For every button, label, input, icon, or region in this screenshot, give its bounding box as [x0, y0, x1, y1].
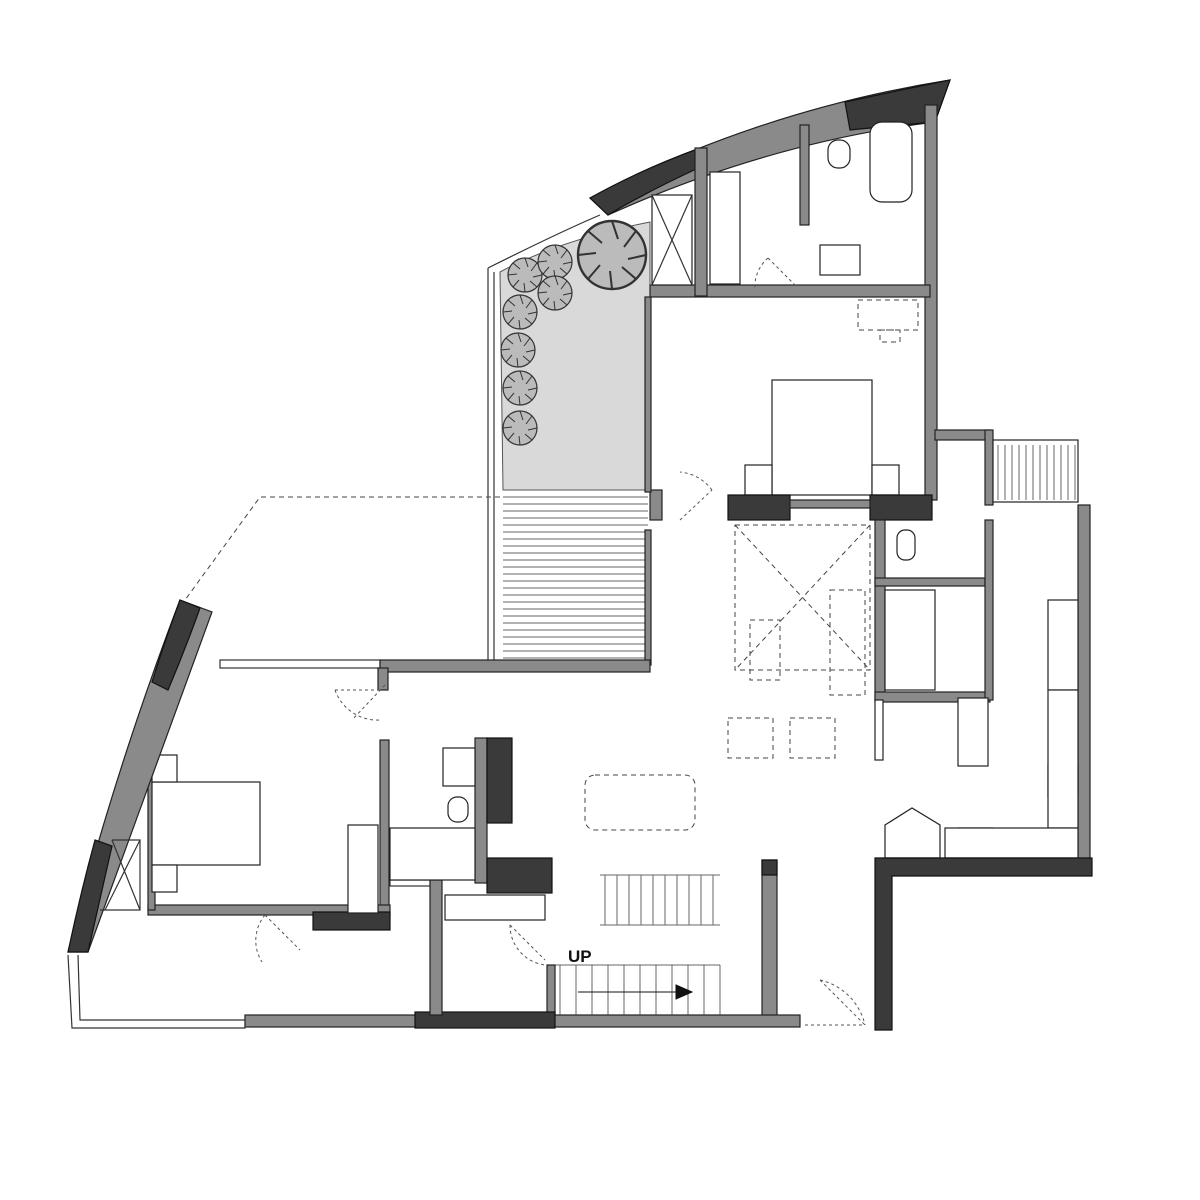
tree-icon [502, 410, 538, 446]
tree-icon [507, 257, 543, 293]
wardrobe [347, 824, 379, 914]
shower [884, 589, 936, 691]
toilet [827, 139, 851, 169]
counter [957, 697, 989, 767]
tree-icon [537, 275, 573, 311]
stair-wall [761, 859, 778, 876]
tree-icon [502, 370, 538, 406]
kitchen-sink [1047, 599, 1079, 691]
basin [819, 244, 861, 276]
balcony-slats [997, 445, 1076, 500]
terrace-outline [184, 496, 500, 601]
deck-boards [503, 496, 648, 659]
nightstand [871, 464, 900, 496]
nightstand [744, 464, 773, 496]
facade-dark-segment [151, 599, 201, 691]
toilet [447, 796, 469, 823]
core-walls [874, 504, 1091, 871]
wardrobe [709, 171, 741, 285]
shower [389, 827, 476, 881]
basin [442, 747, 476, 787]
bed-upper [771, 379, 873, 496]
facade-dark-segment [67, 839, 113, 953]
closet-cross [651, 194, 693, 286]
bedroom-wall [789, 499, 871, 509]
closet-cross [104, 839, 141, 911]
stairs-up-label: UP [568, 947, 592, 966]
bedroom-wall [869, 494, 933, 521]
tree-icon [500, 332, 536, 368]
dark-wall-corner [874, 857, 1093, 1031]
door-swing [334, 684, 386, 721]
left-balcony [67, 954, 246, 1029]
door-swing [679, 471, 713, 521]
kitchen-counter [1047, 689, 1079, 829]
toilet [896, 529, 916, 561]
kitchen-counter [944, 827, 1079, 859]
stair-wall [761, 859, 778, 1026]
tree-icon [537, 244, 573, 280]
bedroom-wall [727, 494, 791, 521]
window [100, 839, 141, 911]
tree-icon [502, 294, 538, 330]
lower-walls [147, 659, 801, 1029]
bathtub [869, 121, 913, 203]
door-swing [754, 257, 796, 291]
nightstand [151, 864, 178, 893]
door-swing [509, 924, 546, 966]
stair-arrow [578, 984, 694, 1000]
fridge [884, 807, 941, 859]
bed-left [151, 781, 261, 866]
closet [444, 894, 546, 921]
desk-chairs [857, 299, 919, 343]
garden-edge [487, 214, 601, 662]
tree-icon [576, 219, 648, 291]
staircase [555, 874, 721, 1015]
door-swing [805, 979, 866, 1026]
door-swing [255, 914, 301, 963]
living-furniture [584, 524, 871, 831]
balcony-stairs [992, 439, 1079, 503]
